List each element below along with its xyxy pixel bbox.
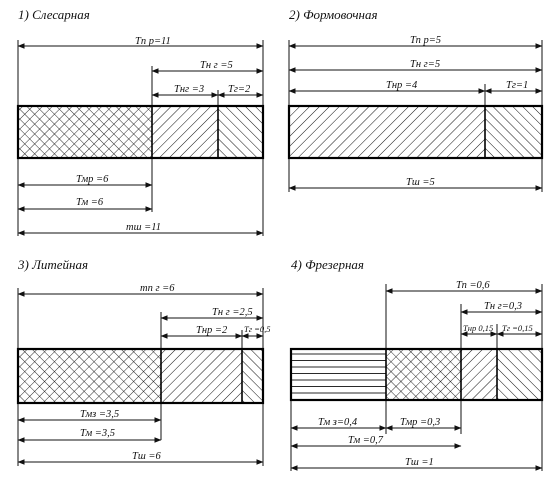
panel-title: 2) Формовочная [289,7,378,22]
bar-outline [16,104,265,160]
dimension-label: Тп р=5 [410,35,441,46]
bar-segment-hatch [161,349,242,403]
dimension-label: Тм =0,7 [348,435,384,446]
dimension-label: Тг =0,5 [244,324,271,334]
panel-slesarnaya: 1) Слесарная Tп р=11 Тн г =5 Тнг =3 Тг=2… [16,7,265,236]
dimension-label: тш =11 [126,222,161,233]
dimension-label: Тш =5 [406,177,435,188]
bar-segment-hatch [242,349,263,403]
bar-segment-hatch [152,106,218,158]
dimension-label: Тнг =3 [174,84,204,95]
bar-segment-lines [291,349,386,400]
bar-segment-hatch [497,349,542,400]
bar-segment-hatch [289,106,485,158]
dimension-label: Тмр =6 [76,174,109,185]
bar-segment-hatch [485,106,542,158]
panel-frezernaya: 4) Фрезерная Тп =0,6 Тн г=0,3 Тнр 0,15 Т… [289,257,544,471]
panel-title: 1) Слесарная [18,7,90,22]
dimension-label: Тш =6 [132,451,161,462]
dimension-label: Тн г=0,3 [484,301,522,312]
panel-title: 3) Литейная [17,257,88,272]
dimension-label: Тг =0,15 [502,323,533,333]
bar-outline [289,347,544,402]
dimension-label: Тш =1 [405,457,434,468]
dimension-label: Тг=2 [228,84,251,95]
dimension-label: Тн г =5 [200,60,233,71]
dimension-label: Тм =6 [76,197,104,208]
dimension-label: Тнр 0,15 [463,323,493,333]
dimension-label: Тн г=5 [410,59,440,70]
dimension-label: Тнр =2 [196,325,228,336]
dimension-label: Тнр =4 [386,80,418,91]
panel-title: 4) Фрезерная [291,257,364,272]
bar-segment-crosshatch [18,106,152,158]
bar-segment-crosshatch [386,349,461,400]
bar-segment-hatch [218,106,263,158]
bar-outline [287,104,544,160]
dimension-label: Тп =0,6 [456,280,490,291]
dimension-label: Тм =3,5 [80,428,115,439]
panel-formovochnaya: 2) Формовочная Тп р=5 Тн г=5 Тнр =4 Тг=1… [287,7,544,192]
bar-outline [16,347,265,405]
dimension-label: Тмр =0,3 [400,417,440,428]
dimension-label: Tп р=11 [135,36,171,47]
dimension-label: Тн г =2,5 [212,307,253,318]
bar-segment-crosshatch [18,349,161,403]
panel-liteynaya: 3) Литейная тп г =6 Тн г =2,5 Тнр =2 Тг … [16,257,271,466]
dimension-label: Тг=1 [506,80,528,91]
dimension-label: Тм з=0,4 [318,417,358,428]
bar-segment-hatch [461,349,497,400]
dimension-label: тп г =6 [140,283,175,294]
dimension-label: Тмз =3,5 [80,409,119,420]
